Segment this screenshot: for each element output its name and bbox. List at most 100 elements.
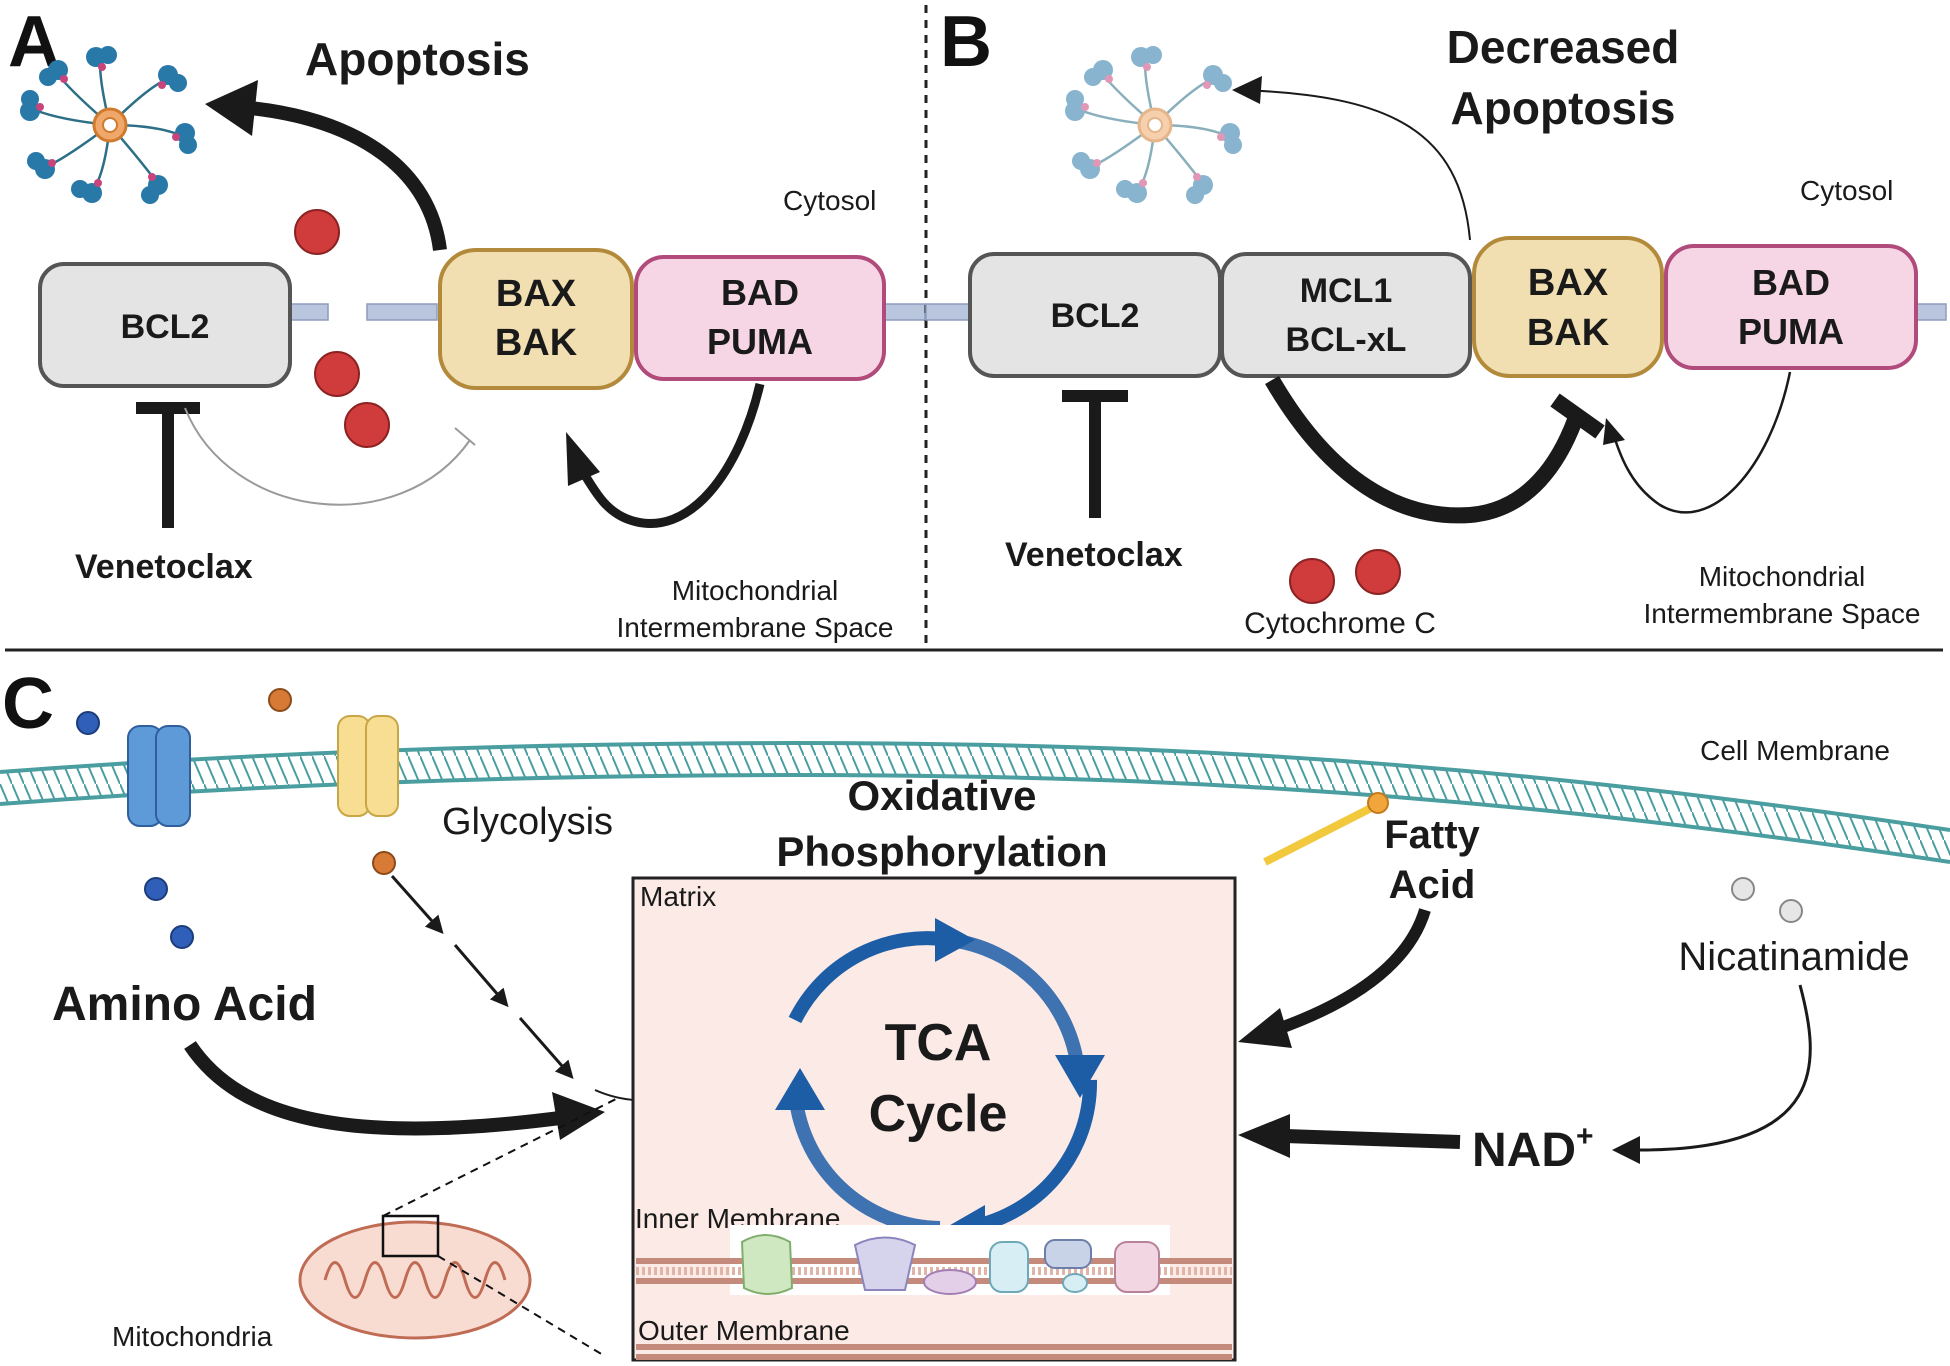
panel-b-ims-label-2: Intermembrane Space	[1643, 598, 1920, 629]
weak-apoptosis-arrowhead	[1232, 76, 1262, 104]
bcl2-inhibits-bax-bar	[454, 427, 476, 446]
membrane-segment	[925, 303, 971, 321]
mcl1-label: MCL1	[1300, 272, 1393, 310]
electron-transport-chain-icon	[740, 1234, 1160, 1295]
mitochondrion-icon	[298, 1214, 532, 1340]
panel-a-title: Apoptosis	[305, 33, 530, 85]
puma-label: PUMA	[1738, 311, 1844, 352]
membrane-segment	[366, 303, 438, 321]
apoptosis-arrow	[249, 101, 447, 251]
fatty-acid-icon	[1263, 802, 1377, 866]
glycolysis-step-arrow	[518, 1017, 574, 1080]
outer-membrane	[636, 1344, 1232, 1360]
bad-puma-protein: BAD PUMA	[1664, 244, 1918, 370]
panel-b-ims-label-1: Mitochondrial	[1699, 561, 1866, 592]
amino-acid-transporter-icon	[127, 725, 191, 827]
fatty-acid-label-2: Acid	[1389, 863, 1476, 907]
bcl2-label: BCL2	[1051, 297, 1140, 335]
bax-label: BAX	[496, 273, 577, 315]
mitochondria-label: Mitochondria	[112, 1321, 273, 1352]
cytochrome-c-dot	[294, 209, 340, 255]
nad-arrow	[1284, 1129, 1461, 1149]
fatty-acid-head	[1367, 792, 1389, 814]
apoptosome-icon	[20, 46, 197, 204]
nad-label: NAD+	[1472, 1120, 1594, 1177]
glucose-molecule	[372, 851, 396, 875]
panel-a-ims-label-2: Intermembrane Space	[616, 612, 893, 643]
apoptosis-arrowhead	[205, 80, 258, 136]
amino-acid-label: Amino Acid	[52, 978, 317, 1031]
panel-b-title-2: Apoptosis	[1451, 82, 1676, 134]
nad-arrowhead	[1238, 1114, 1290, 1158]
bclxl-label: BCL-xL	[1286, 321, 1407, 359]
amino-acid-arrow	[184, 1041, 561, 1136]
panel-b-letter: B	[940, 2, 992, 82]
bad-label: BAD	[721, 272, 799, 313]
bad-label: BAD	[1752, 262, 1830, 303]
bad-activates-bax-arrowhead	[566, 432, 600, 486]
glycolysis-step-arrow	[453, 944, 509, 1008]
bcl2-label: BCL2	[121, 308, 210, 346]
panel-a-cytosol-label: Cytosol	[783, 185, 876, 216]
cytochrome-c-dot	[314, 351, 360, 397]
panel-c-letter: C	[2, 664, 54, 744]
mcl1-inhibits-bax-curve	[1265, 375, 1583, 524]
panel-b-title-1: Decreased	[1447, 21, 1680, 73]
bcl2-protein: BCL2	[968, 252, 1222, 378]
bad-activates-bax-arrowhead	[1603, 418, 1625, 445]
amino-acid-molecule	[170, 925, 194, 949]
bax-bak-protein: BAX BAK	[1472, 236, 1664, 378]
amino-acid-molecule	[76, 711, 100, 735]
panel-b-cytosol-label: Cytosol	[1800, 175, 1893, 206]
membrane-segment	[289, 303, 329, 321]
apoptosome-icon	[1065, 46, 1242, 204]
cytochrome-c-dot	[344, 402, 390, 448]
zoom-line	[437, 1255, 604, 1356]
panel-b: B	[925, 2, 1947, 640]
oxphos-title-1: Oxidative	[847, 772, 1036, 819]
oxphos-title-2: Phosphorylation	[776, 828, 1107, 875]
bax-label: BAX	[1528, 262, 1609, 304]
nicotinamide-molecule	[1779, 899, 1803, 923]
tca-label-1: TCA	[885, 1014, 992, 1072]
cytochrome-c-label: Cytochrome C	[1244, 607, 1436, 640]
nicotinamide-to-nad-arrow	[1639, 984, 1812, 1152]
panel-c: C Cell Membrane Glycolysis A	[0, 664, 1950, 1362]
fatty-acid-label-1: Fatty	[1384, 813, 1480, 857]
matrix-label: Matrix	[640, 881, 716, 912]
nicotinamide-label: Nicatinamide	[1678, 935, 1909, 979]
amino-acid-arrowhead	[552, 1092, 605, 1140]
panel-a-ims-label-1: Mitochondrial	[672, 575, 839, 606]
bad-activates-bax-curve	[571, 382, 765, 528]
glucose-molecule	[268, 688, 292, 712]
glucose-transporter-icon	[337, 715, 399, 817]
panel-a-drug-label: Venetoclax	[75, 548, 253, 586]
outer-membrane-label: Outer Membrane	[638, 1315, 850, 1346]
nicotinamide-to-nad-arrowhead	[1612, 1136, 1640, 1164]
mcl1-bclxl-protein: MCL1 BCL-xL	[1220, 252, 1472, 378]
bad-activates-bax-curve	[1610, 371, 1792, 514]
cytochrome-c-dot	[1355, 549, 1401, 595]
puma-label: PUMA	[707, 321, 813, 362]
bcl2-inhibits-bax-curve	[184, 407, 471, 506]
membrane-segment	[884, 303, 926, 321]
mcl1-inhibits-bax-bar	[1550, 393, 1605, 439]
bad-puma-protein: BAD PUMA	[634, 255, 886, 381]
bak-label: BAK	[1527, 312, 1610, 354]
glycolysis-step-arrow	[390, 875, 444, 935]
weak-apoptosis-arrow	[1239, 89, 1471, 241]
membrane-segment	[1915, 303, 1947, 321]
tca-cycle-icon	[775, 918, 1105, 1250]
panel-a: A	[8, 2, 926, 643]
nicotinamide-molecule	[1731, 877, 1755, 901]
bak-label: BAK	[495, 322, 578, 364]
cytochrome-c-dot	[1289, 558, 1335, 604]
fatty-acid-arrowhead	[1238, 1008, 1292, 1048]
zoom-line	[382, 1097, 619, 1217]
bax-bak-protein: BAX BAK	[438, 248, 634, 390]
amino-acid-molecule	[144, 877, 168, 901]
bcl2-protein: BCL2	[38, 262, 292, 388]
fatty-acid-arrow	[1273, 908, 1431, 1036]
panel-b-drug-label: Venetoclax	[1005, 536, 1183, 574]
